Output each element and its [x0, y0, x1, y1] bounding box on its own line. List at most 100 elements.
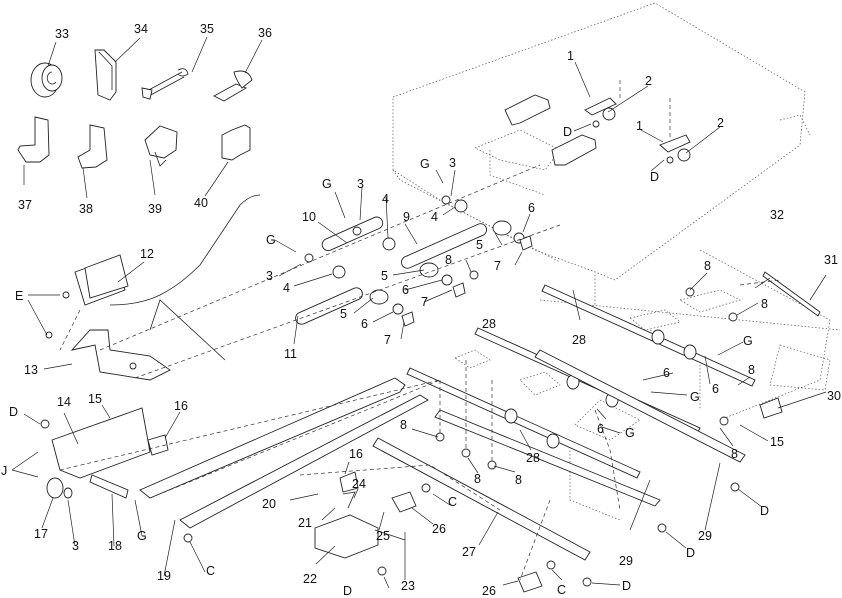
timing-belt-11	[294, 286, 365, 326]
callout-4-left: 4	[283, 281, 290, 295]
callout-28-right: 28	[572, 333, 586, 347]
brackets-26	[392, 492, 542, 592]
motor-bracket-13	[72, 330, 170, 380]
callout-26-mid: 26	[432, 522, 446, 536]
callout-labels: 33 34 35 36 37 38 39 40 1 2 1 2 D D G 3 …	[1, 22, 841, 598]
callout-33: 33	[55, 27, 69, 41]
callout-8-bottom-c: 8	[515, 473, 522, 487]
callout-40: 40	[194, 196, 208, 210]
callout-3-left-low: 3	[72, 539, 79, 553]
part-37-cable-clip	[18, 117, 49, 162]
callout-G-right-top: G	[743, 334, 753, 348]
callout-4-top: 4	[431, 210, 438, 224]
callout-21: 21	[298, 516, 312, 530]
callout-D-bottom-right: D	[622, 579, 631, 593]
callout-15-left: 15	[88, 392, 102, 406]
callout-G-right-mid: G	[690, 390, 700, 404]
callout-E: E	[15, 289, 23, 303]
callout-36: 36	[258, 26, 272, 40]
callout-1-upper: 1	[567, 49, 574, 63]
roller-bracket-upper	[505, 80, 690, 165]
callout-11: 11	[284, 347, 297, 361]
callout-G-left: G	[266, 233, 276, 247]
callout-G-left-low: G	[137, 529, 147, 543]
callout-3-left: 3	[266, 269, 273, 283]
gear-17	[47, 478, 63, 498]
callout-38: 38	[79, 202, 93, 216]
callout-14: 14	[57, 395, 71, 409]
part-35-spring-clip	[142, 69, 188, 99]
callout-D-left: D	[9, 405, 18, 419]
callout-7-mid: 7	[421, 295, 428, 309]
callout-39: 39	[148, 202, 162, 216]
callout-20: 20	[262, 497, 276, 511]
callout-25: 25	[376, 529, 390, 543]
callout-30: 30	[827, 389, 841, 403]
shaft-31	[763, 272, 820, 316]
part-39-cable-holder	[145, 126, 177, 166]
callout-D-upper: D	[563, 125, 572, 139]
callout-27: 27	[462, 545, 476, 559]
callout-2-lower: 2	[717, 116, 724, 130]
callout-7-belt9: 7	[494, 259, 501, 273]
timing-belt-10	[320, 215, 384, 252]
shaft-18	[90, 475, 128, 498]
callout-29-left: 29	[619, 554, 633, 568]
callout-24: 24	[352, 477, 366, 491]
callout-22: 22	[303, 572, 317, 586]
callout-D-lower: D	[650, 170, 659, 184]
callout-9: 9	[403, 210, 410, 224]
callout-6-right-mid: 6	[663, 366, 670, 380]
callout-16-left: 16	[174, 399, 188, 413]
callout-10: 10	[302, 210, 316, 224]
callout-6-mid: 6	[402, 283, 409, 297]
callout-17: 17	[34, 527, 48, 541]
callout-28-mid: 28	[482, 317, 496, 331]
callout-6-right-top: 6	[712, 382, 719, 396]
callout-31: 31	[824, 253, 838, 267]
callout-2-upper: 2	[645, 74, 652, 88]
callout-5-belt9: 5	[476, 238, 483, 252]
callout-1-lower: 1	[636, 119, 643, 133]
shafts-28	[407, 285, 755, 478]
callout-C-bottom: C	[557, 583, 566, 597]
callout-18: 18	[108, 539, 122, 553]
callout-8-right-end: 8	[748, 363, 755, 377]
washer-3	[64, 488, 72, 498]
callout-D-right-a: D	[760, 504, 769, 518]
callout-D-bottom: D	[343, 584, 352, 598]
callout-37: 37	[18, 198, 32, 212]
callout-8-right: 8	[761, 297, 768, 311]
callout-13: 13	[24, 363, 38, 377]
callout-8-bottom-b: 8	[474, 472, 481, 486]
callout-6-belt9: 6	[528, 201, 535, 215]
part-40-harness-clip	[222, 125, 250, 160]
callout-6-low: 6	[361, 317, 368, 331]
callout-D-right-b: D	[686, 546, 695, 560]
callout-3-top: 3	[449, 156, 456, 170]
part-38-cable-clip	[78, 125, 107, 168]
callout-C-left: C	[206, 564, 215, 578]
callout-12: 12	[140, 247, 154, 261]
callout-23: 23	[401, 579, 415, 593]
callout-15-right: 15	[770, 435, 784, 449]
callout-26-bottom: 26	[482, 584, 496, 598]
callout-32: 32	[770, 208, 784, 222]
callout-6-right-low: 6	[597, 422, 604, 436]
callout-19: 19	[157, 569, 171, 583]
callout-G-right-low: G	[625, 426, 635, 440]
callout-8-right-top: 8	[704, 259, 711, 273]
callout-G-belt10: G	[322, 177, 332, 191]
callout-35: 35	[200, 22, 214, 36]
lower-guide-22	[315, 492, 405, 558]
callout-7-low: 7	[384, 333, 391, 347]
callout-8-mid: 8	[445, 253, 452, 267]
callout-G-top: G	[420, 157, 430, 171]
callout-34: 34	[134, 22, 148, 36]
callout-C-mid: C	[448, 495, 457, 509]
leader-lines	[12, 37, 826, 588]
callout-8-right-low: 8	[731, 447, 738, 461]
callout-J: J	[1, 464, 7, 478]
callout-5-low: 5	[340, 307, 347, 321]
